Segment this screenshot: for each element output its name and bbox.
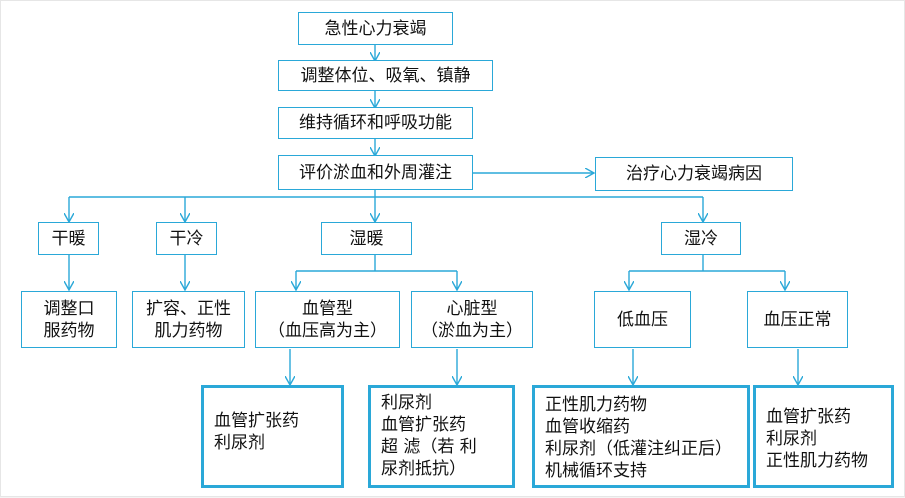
node-label: 干冷: [169, 228, 204, 249]
node-dry-cold-treatment: 扩容、正性 肌力药物: [132, 291, 245, 348]
node-wet-warm: 湿暖: [321, 222, 412, 255]
node-line: 肌力药物: [154, 320, 223, 341]
node-line: 扩容、正性: [146, 298, 231, 319]
node-cardiac-treatment: 利尿剂 血管扩张药 超 滤（若 利 尿剂抵抗）: [368, 385, 515, 488]
node-normal-blood-pressure: 血压正常: [747, 291, 848, 348]
node-label: 干暖: [51, 228, 86, 249]
node-acute-heart-failure: 急性心力衰竭: [298, 12, 453, 45]
node-dry-warm-treatment: 调整口 服药物: [21, 291, 117, 348]
node-line: 血管收缩药: [545, 417, 630, 437]
node-maintain-circulation: 维持循环和呼吸功能: [278, 107, 473, 139]
node-line: 血管型: [302, 298, 353, 319]
node-line: 利尿剂: [214, 433, 265, 453]
node-line: 血管扩张药: [381, 415, 466, 435]
node-label: 维持循环和呼吸功能: [299, 113, 452, 133]
node-label: 血压正常: [763, 309, 832, 330]
node-line: （血压高为主）: [268, 320, 387, 341]
node-wet-cold: 湿冷: [661, 222, 741, 255]
node-line: 血管扩张药: [214, 411, 299, 431]
node-dry-warm: 干暖: [38, 222, 99, 255]
node-line: 利尿剂（低灌注纠正后）: [545, 439, 732, 459]
node-label: 调整体位、吸氧、镇静: [300, 65, 471, 86]
node-label: 低血压: [617, 309, 668, 330]
node-line: 心脏型: [446, 298, 498, 319]
node-line: 服药物: [43, 320, 95, 341]
node-line: 机械循环支持: [545, 461, 647, 481]
node-label: 湿暖: [349, 228, 384, 249]
node-line: 利尿剂: [766, 429, 817, 449]
node-line: 利尿剂: [381, 393, 432, 413]
node-line: 正性肌力药物: [545, 395, 647, 415]
node-line: （淤血为主）: [421, 320, 523, 341]
node-cardiac-type: 心脏型 （淤血为主）: [411, 291, 533, 348]
node-dry-cold: 干冷: [156, 222, 217, 255]
node-vascular-type: 血管型 （血压高为主）: [255, 291, 400, 348]
node-low-blood-pressure: 低血压: [594, 291, 691, 348]
node-position-oxygen-sedation: 调整体位、吸氧、镇静: [278, 60, 493, 91]
node-label: 评价淤血和外周灌注: [299, 162, 452, 183]
node-label: 急性心力衰竭: [324, 18, 427, 39]
node-line: 正性肌力药物: [766, 451, 868, 471]
node-evaluate-congestion-perfusion: 评价淤血和外周灌注: [278, 155, 473, 190]
node-line: 调整口: [43, 298, 95, 319]
node-label: 治疗心力衰竭病因: [626, 164, 762, 184]
node-normal-bp-treatment: 血管扩张药 利尿剂 正性肌力药物: [753, 385, 894, 488]
node-label: 湿冷: [684, 228, 718, 249]
node-vascular-treatment: 血管扩张药 利尿剂: [201, 385, 344, 488]
node-treat-cause: 治疗心力衰竭病因: [595, 157, 793, 191]
node-line: 超 滤（若 利: [381, 437, 477, 457]
node-low-bp-treatment: 正性肌力药物 血管收缩药 利尿剂（低灌注纠正后） 机械循环支持: [532, 385, 750, 488]
node-line: 尿剂抵抗）: [381, 459, 466, 479]
node-line: 血管扩张药: [766, 407, 851, 427]
